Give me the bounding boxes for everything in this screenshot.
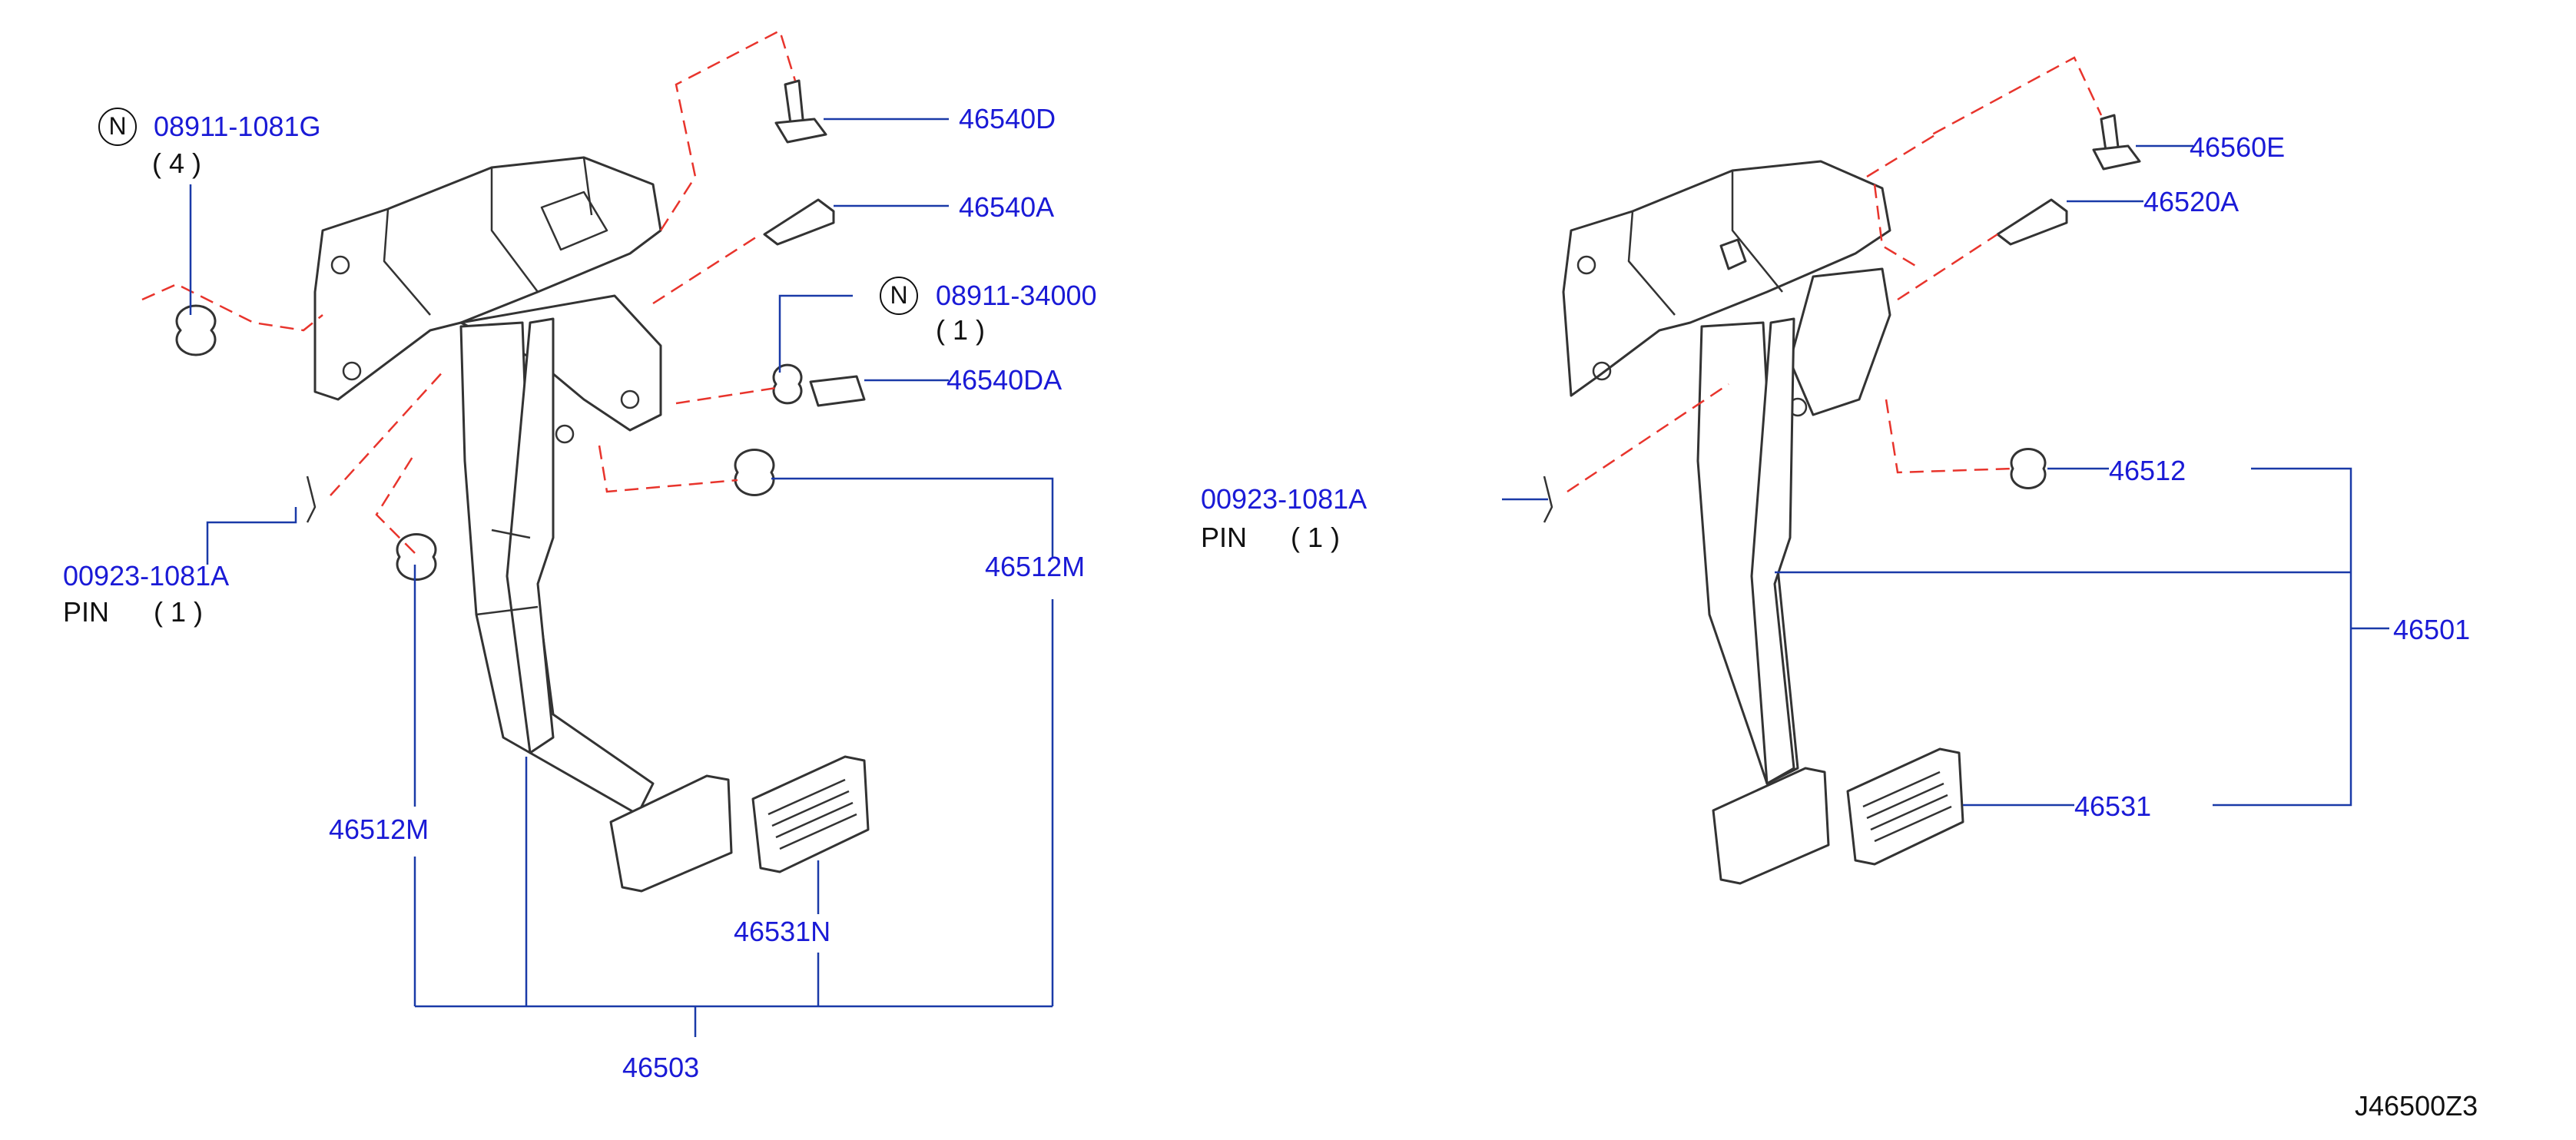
label-46540da[interactable]: 46540DA: [947, 364, 1063, 396]
left-pedal-foot: [609, 774, 733, 893]
diagram-id: J46500Z3: [2355, 1090, 2478, 1122]
right-pedal-pad: [1846, 747, 1964, 866]
label-46512m-right[interactable]: 46512M: [985, 551, 1086, 582]
qty-08911-1081g: ( 4 ): [152, 147, 202, 179]
pin-desc-right: PIN: [1201, 522, 1248, 553]
n-note-symbol-1: N: [98, 108, 137, 146]
label-08911-34000[interactable]: 08911-34000: [936, 280, 1097, 311]
label-46512m-left[interactable]: 46512M: [329, 814, 429, 845]
right-brake-pedal-arm: [1696, 317, 1799, 785]
right-fasteners: [1543, 114, 2141, 523]
left-leader-lines: [189, 118, 1054, 1037]
label-46540a[interactable]: 46540A: [959, 191, 1055, 223]
label-00923-1081a-left[interactable]: 00923-1081A: [63, 560, 230, 592]
left-dashed-lines: [141, 29, 797, 554]
label-46512[interactable]: 46512: [2109, 455, 2186, 486]
left-pedal-pad: [751, 755, 870, 873]
right-pedal-bracket: [1562, 160, 1891, 417]
label-46520a[interactable]: 46520A: [2143, 186, 2239, 217]
left-fasteners: [175, 79, 866, 581]
label-46531n[interactable]: 46531N: [734, 916, 831, 947]
right-pedal-foot: [1712, 767, 1830, 885]
pin-qty-right: ( 1 ): [1291, 522, 1341, 553]
pin-desc-left: PIN: [63, 596, 110, 628]
label-46560e[interactable]: 46560E: [2190, 131, 2286, 163]
qty-08911-34000: ( 1 ): [936, 314, 986, 346]
pin-qty-left: ( 1 ): [154, 596, 204, 628]
label-46501[interactable]: 46501: [2393, 614, 2471, 645]
label-46531[interactable]: 46531: [2074, 790, 2152, 822]
label-46540d[interactable]: 46540D: [959, 103, 1056, 134]
label-00923-1081a-right[interactable]: 00923-1081A: [1201, 483, 1368, 515]
n-note-symbol-2: N: [880, 277, 918, 315]
label-46503[interactable]: 46503: [622, 1052, 700, 1083]
label-08911-1081g[interactable]: 08911-1081G: [154, 111, 321, 142]
right-dashed-lines: [1566, 56, 2103, 493]
right-leader-lines: [1502, 144, 2389, 807]
